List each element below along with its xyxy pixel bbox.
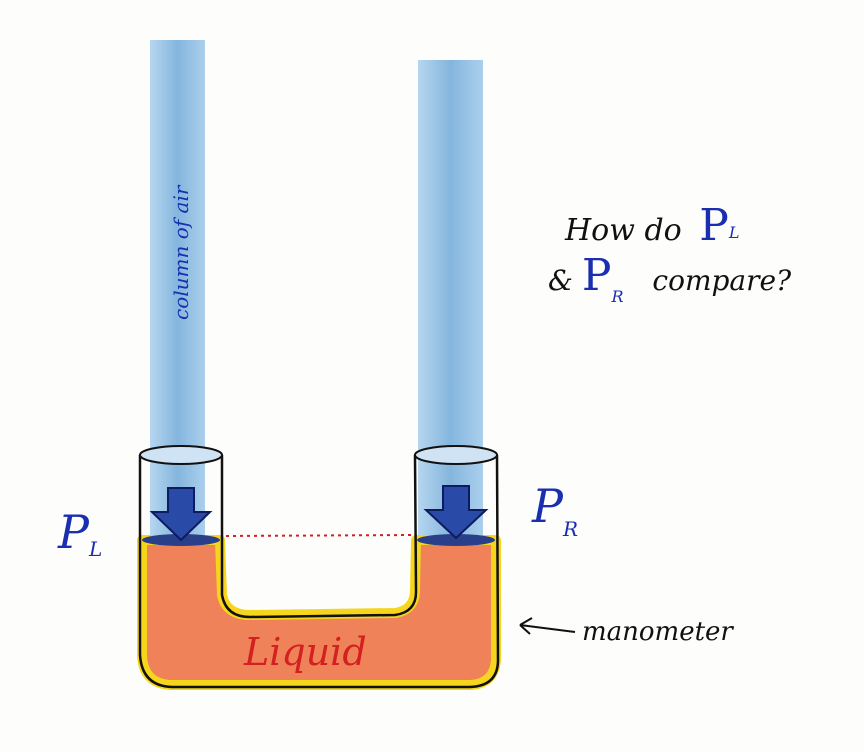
right-pressure-label: PR [531,479,578,541]
right-pressure-arrow-icon [423,485,489,540]
manometer-pointer-arrow-icon [519,617,576,635]
left-pressure-arrow-icon [149,487,213,542]
manometer-label: manometer [582,617,734,647]
right-liquid-surface [417,534,495,546]
liquid-label: Liquid [243,630,367,674]
question-text: How do PL & PR compare? [548,200,792,309]
u-tube-outline [138,454,500,689]
left-pressure-label: PL [57,505,102,561]
level-line [225,534,413,537]
right-cylinder-top [414,445,498,465]
svg-text:& PR compare?: & PR compare? [548,250,792,309]
right-air-column [418,60,483,540]
column-of-air-label: column of air [169,184,193,320]
svg-text:How do PL: How do PL [564,200,740,251]
left-cylinder-top [139,445,223,465]
